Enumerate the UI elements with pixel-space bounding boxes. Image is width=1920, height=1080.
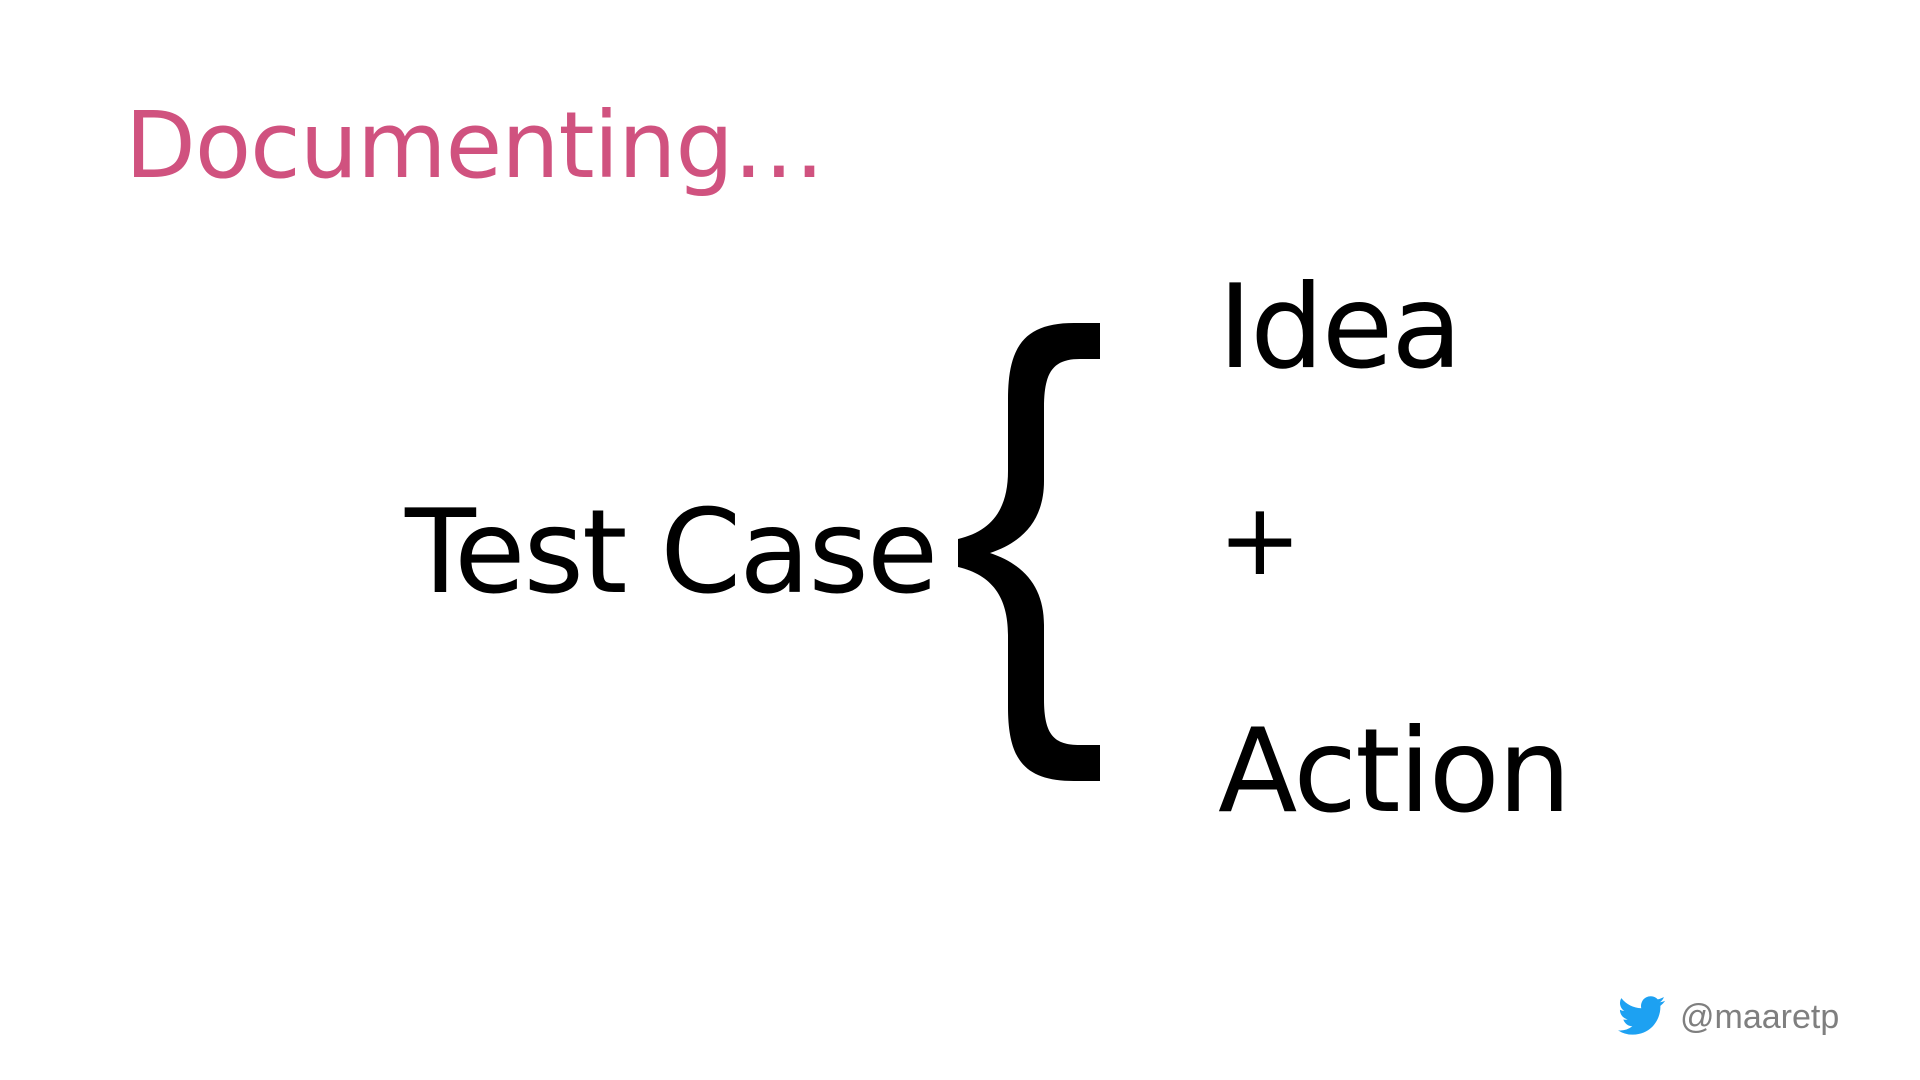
- footer-twitter-handle: @maaretp: [1618, 996, 1839, 1038]
- part-idea: Idea: [1218, 260, 1462, 395]
- part-action: Action: [1218, 704, 1571, 839]
- curly-brace-icon: [958, 323, 1100, 781]
- twitter-handle: @maaretp: [1680, 998, 1840, 1036]
- slide-title: Documenting…: [125, 92, 825, 199]
- twitter-bird-icon: [1618, 996, 1666, 1035]
- term-label: Test Case: [405, 485, 938, 620]
- plus-sign: +: [1218, 481, 1302, 598]
